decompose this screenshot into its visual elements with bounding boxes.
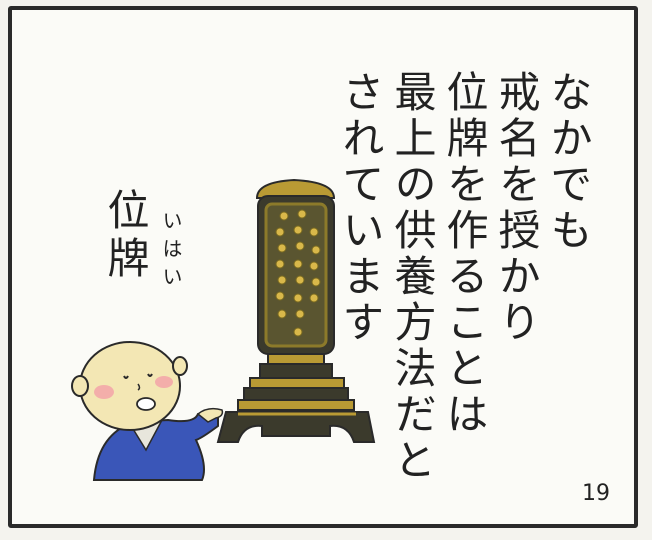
comic-panel: なかでも 戒名を授かり 位牌を作ることは 最上の供養方法だと されています 位牌… (8, 6, 638, 528)
narration-line: 最上の供養方法だと (388, 70, 437, 484)
ihai-tablet-icon (216, 178, 376, 443)
page-number: 19 (582, 481, 610, 506)
illustration (71, 178, 376, 481)
monk-character-icon (71, 341, 224, 481)
ihai-ruby: いはい (159, 210, 183, 294)
narration-text: なかでも 戒名を授かり 位牌を作ることは 最上の供養方法だと されています (334, 70, 594, 484)
narration-line: 戒名を授かり (492, 70, 541, 346)
ihai-label: 位牌 (101, 188, 150, 284)
narration-line: 位牌を作ることは (440, 70, 489, 438)
narration-line: なかでも (544, 70, 593, 254)
narration-line: されています (336, 70, 385, 346)
